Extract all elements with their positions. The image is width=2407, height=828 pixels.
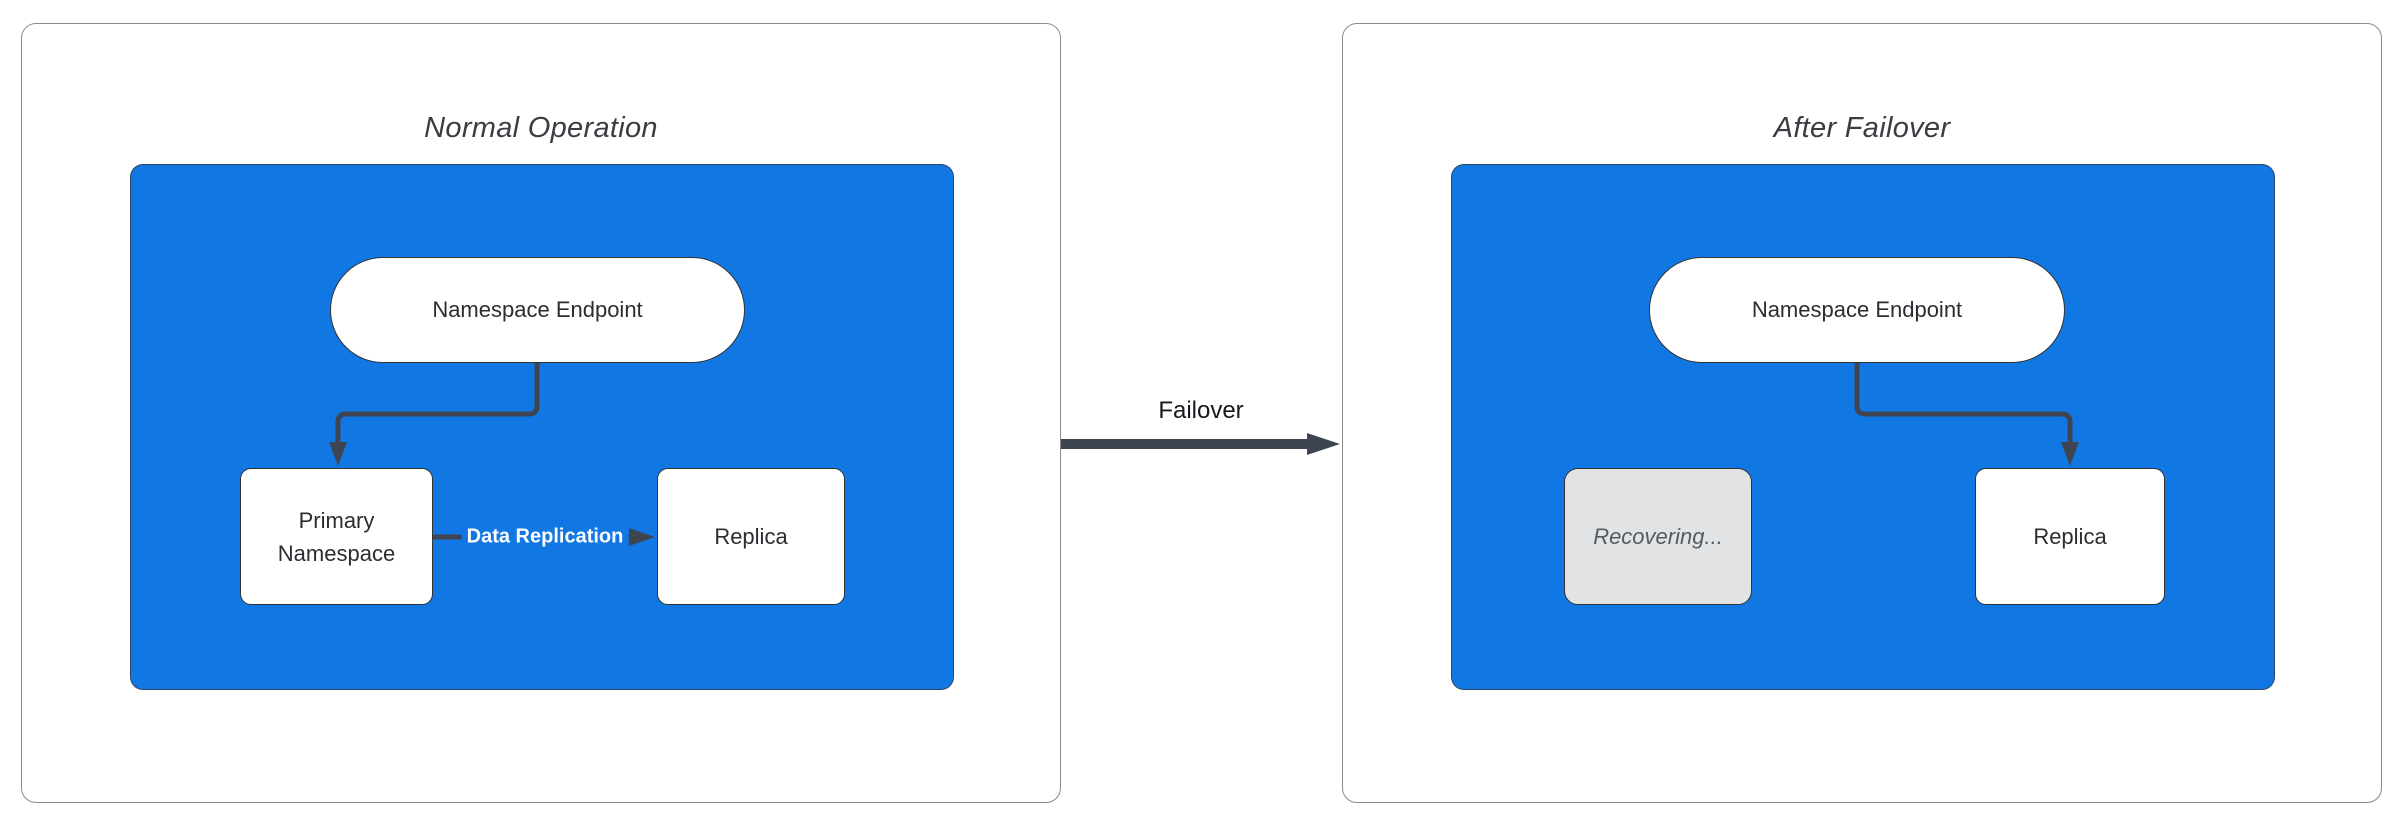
arrowhead-primary-to-replica [629, 528, 655, 546]
node-label: Namespace Endpoint [1751, 297, 1963, 322]
arrowhead-endpoint-to-replica [2061, 442, 2079, 466]
edge-endpoint-to-replica [1854, 363, 2073, 443]
node-recovering: Recovering... [1564, 468, 1752, 605]
panel-after-failover: After Failover Namespace Endpoint Recove… [1342, 23, 2382, 803]
panel-title-after-failover: After Failover [1773, 112, 1951, 144]
edge-lines-left [329, 363, 655, 546]
node-namespace-endpoint-left: Namespace Endpoint [330, 257, 745, 363]
panel-normal-operation: Normal Operation Namespace Endpoint Prim… [21, 23, 1061, 803]
node-label: Recovering... [1593, 524, 1723, 549]
node-primary-namespace: Primary Namespace [240, 468, 433, 605]
node-replica-right: Replica [1975, 468, 2165, 605]
node-label: Primary Namespace [277, 507, 396, 566]
panel-title-normal-operation: Normal Operation [424, 112, 658, 144]
node-namespace-endpoint-right: Namespace Endpoint [1649, 257, 2065, 363]
edge-label-data-replication: Data Replication [461, 522, 629, 552]
edge-endpoint-to-primary [335, 363, 540, 443]
failover-arrowhead [1307, 433, 1340, 455]
failover-arrow [1061, 433, 1340, 455]
node-replica-left: Replica [657, 468, 845, 605]
arrowhead-endpoint-to-primary [329, 442, 347, 466]
cluster-after-failover: Namespace Endpoint Recovering... Replica [1451, 164, 2275, 690]
failover-edge-label: Failover [1158, 397, 1244, 424]
cluster-normal-operation: Namespace Endpoint Primary Namespace Dat… [130, 164, 954, 690]
node-label: Replica [2033, 524, 2107, 549]
node-label: Namespace Endpoint [432, 297, 643, 322]
edge-lines-right [1854, 363, 2079, 466]
node-label: Replica [714, 524, 788, 549]
